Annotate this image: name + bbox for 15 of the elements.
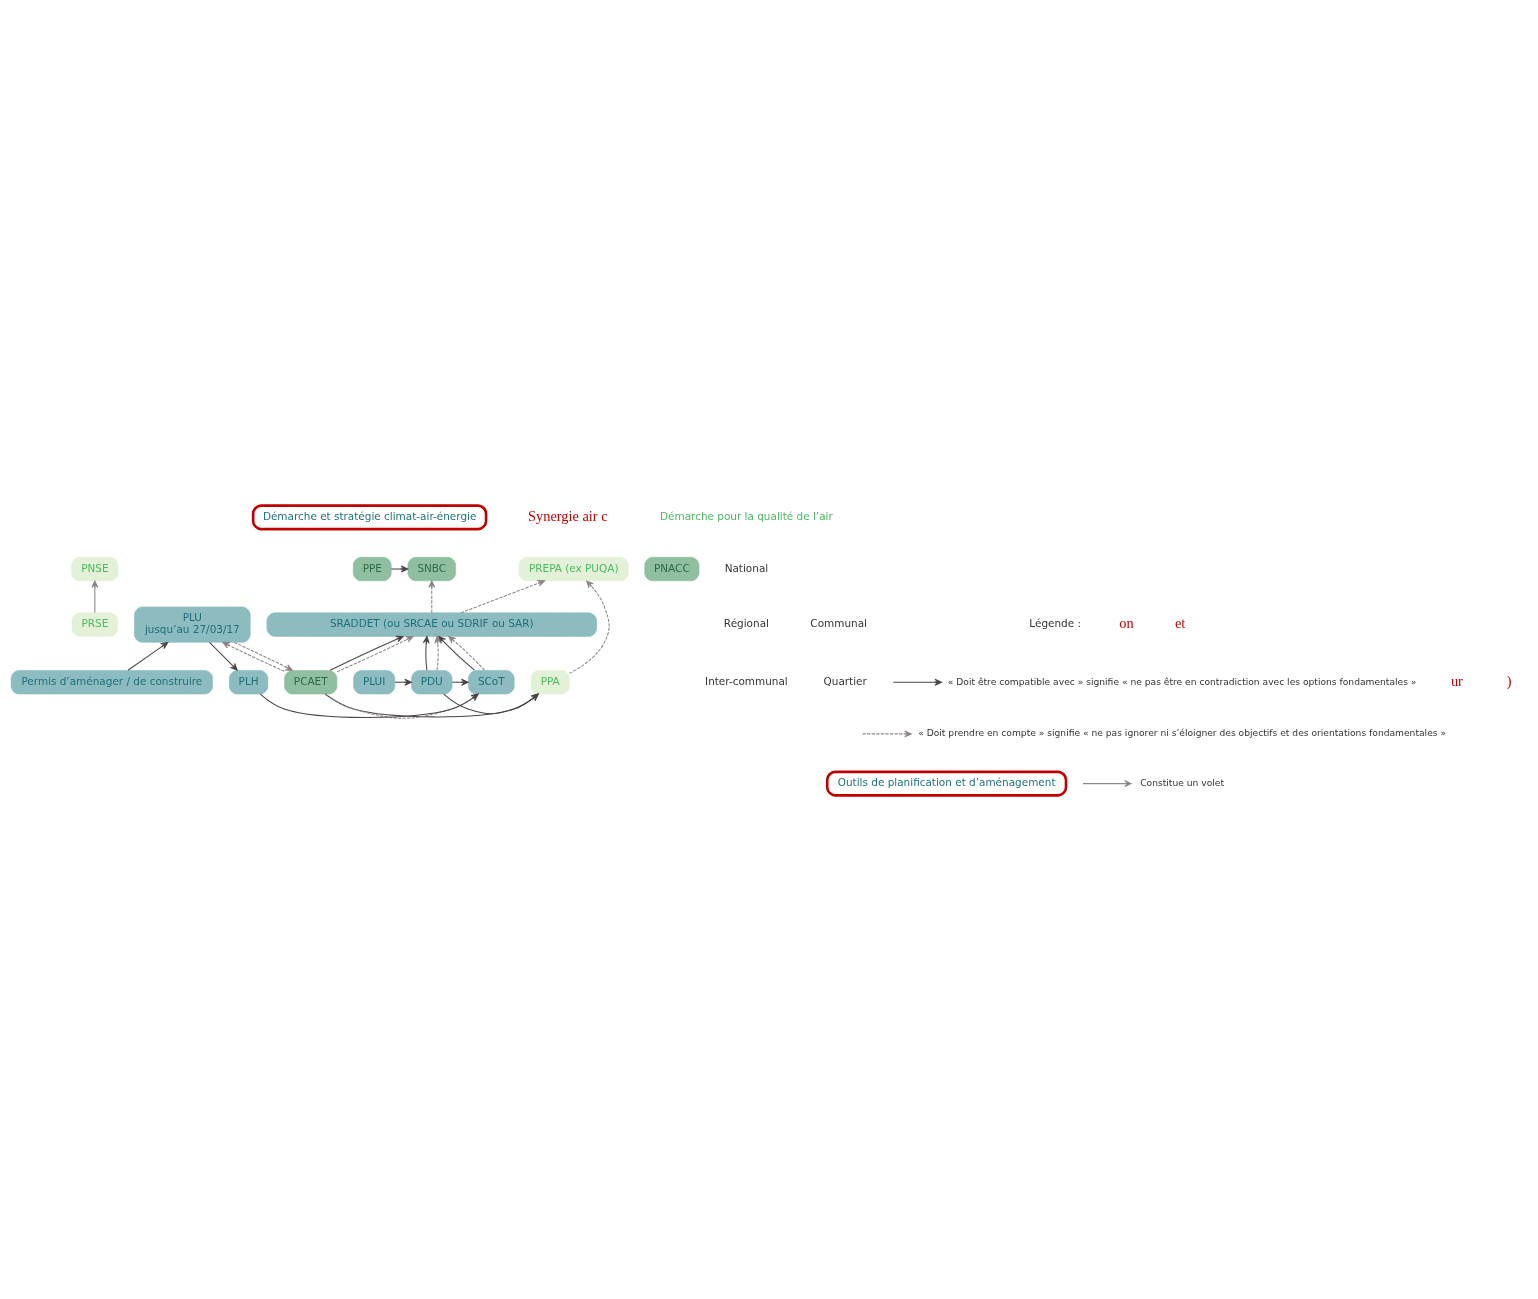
label: Régional bbox=[723, 617, 769, 630]
label: ) bbox=[1506, 672, 1512, 689]
legend-label: « Doit être compatible avec » signifie « ne pas être en contradiction avec les options fondamentales » bbox=[947, 676, 1417, 687]
label: Inter-communal bbox=[705, 674, 788, 687]
label: Communal bbox=[810, 617, 867, 630]
label: Démarche pour la qualité de l’air bbox=[660, 509, 833, 522]
label: et bbox=[1174, 615, 1186, 632]
label: ur bbox=[1450, 672, 1463, 689]
legend-label: Constitue un volet bbox=[1140, 778, 1225, 789]
label: on bbox=[1119, 615, 1134, 632]
label: Légende : bbox=[1029, 617, 1082, 630]
label: National bbox=[724, 561, 769, 574]
label: Synergie air c bbox=[528, 508, 608, 525]
legend-label: « Doit prendre en compte » signifie « ne pas ignorer ni s’éloigner des objectifs et des orientations fondamentales » bbox=[918, 728, 1447, 739]
label: Quartier bbox=[823, 674, 867, 687]
